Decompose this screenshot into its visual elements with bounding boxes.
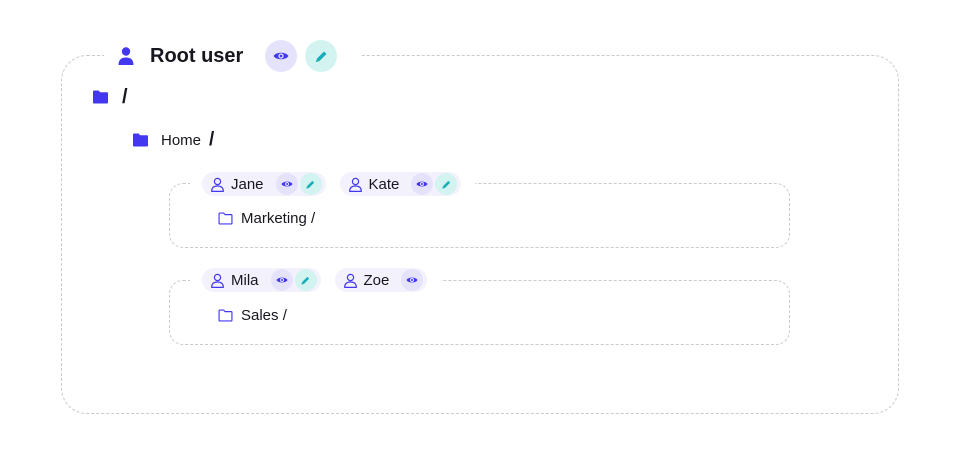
folder-label: Sales / <box>241 306 287 324</box>
root-user-title: Root user <box>150 44 244 67</box>
user-outline-icon <box>211 273 224 288</box>
home-folder-row: Home / <box>132 129 214 151</box>
root-edit-badge[interactable] <box>305 40 338 72</box>
user-name: Jane <box>231 175 264 193</box>
eye-icon <box>416 181 428 187</box>
user-chip-kate[interactable]: Kate <box>339 172 462 196</box>
eye-icon <box>276 277 288 283</box>
pencil-icon <box>315 51 327 62</box>
eye-icon <box>274 52 289 60</box>
user-chip-zoe[interactable]: Zoe <box>334 268 428 292</box>
home-folder-label: Home <box>161 131 202 149</box>
person-icon <box>118 47 134 65</box>
user-name: Mila <box>231 271 259 289</box>
marketing-scope-box <box>169 183 790 248</box>
home-path-slash: / <box>209 129 215 150</box>
pencil-icon <box>442 180 451 189</box>
sales-folder-row: Sales / <box>218 305 287 325</box>
edit-badge[interactable] <box>299 173 322 195</box>
folder-filled-icon <box>93 90 108 104</box>
view-badge[interactable] <box>275 173 298 195</box>
user-outline-icon <box>348 177 362 192</box>
sales-scope-box <box>169 280 790 345</box>
sales-user-group: Mila Zoe <box>190 266 442 294</box>
eye-icon <box>281 181 293 187</box>
marketing-folder-row: Marketing / <box>218 208 315 228</box>
view-badge[interactable] <box>401 269 424 291</box>
root-user-header: Root user <box>104 38 362 74</box>
folder-outline-icon <box>218 211 233 225</box>
folder-outline-icon <box>218 308 233 322</box>
folder-label: Marketing / <box>241 209 316 227</box>
root-view-badge[interactable] <box>265 40 298 72</box>
folder-filled-icon <box>133 133 148 147</box>
user-chip-mila[interactable]: Mila <box>202 268 321 292</box>
user-chip-jane[interactable]: Jane <box>202 172 326 196</box>
root-folder-row: / <box>92 86 128 108</box>
user-outline-icon <box>343 273 357 288</box>
eye-icon <box>406 277 418 283</box>
pencil-icon <box>301 276 310 285</box>
user-name: Zoe <box>363 271 390 289</box>
root-scope-box <box>61 55 899 414</box>
pencil-icon <box>306 180 315 189</box>
root-path: / <box>122 85 128 108</box>
user-outline-icon <box>211 177 224 192</box>
user-name: Kate <box>368 175 400 193</box>
view-badge[interactable] <box>270 269 293 291</box>
view-badge[interactable] <box>411 173 434 195</box>
marketing-user-group: Jane Kate <box>190 170 476 198</box>
edit-badge[interactable] <box>294 269 317 291</box>
edit-badge[interactable] <box>435 173 458 195</box>
